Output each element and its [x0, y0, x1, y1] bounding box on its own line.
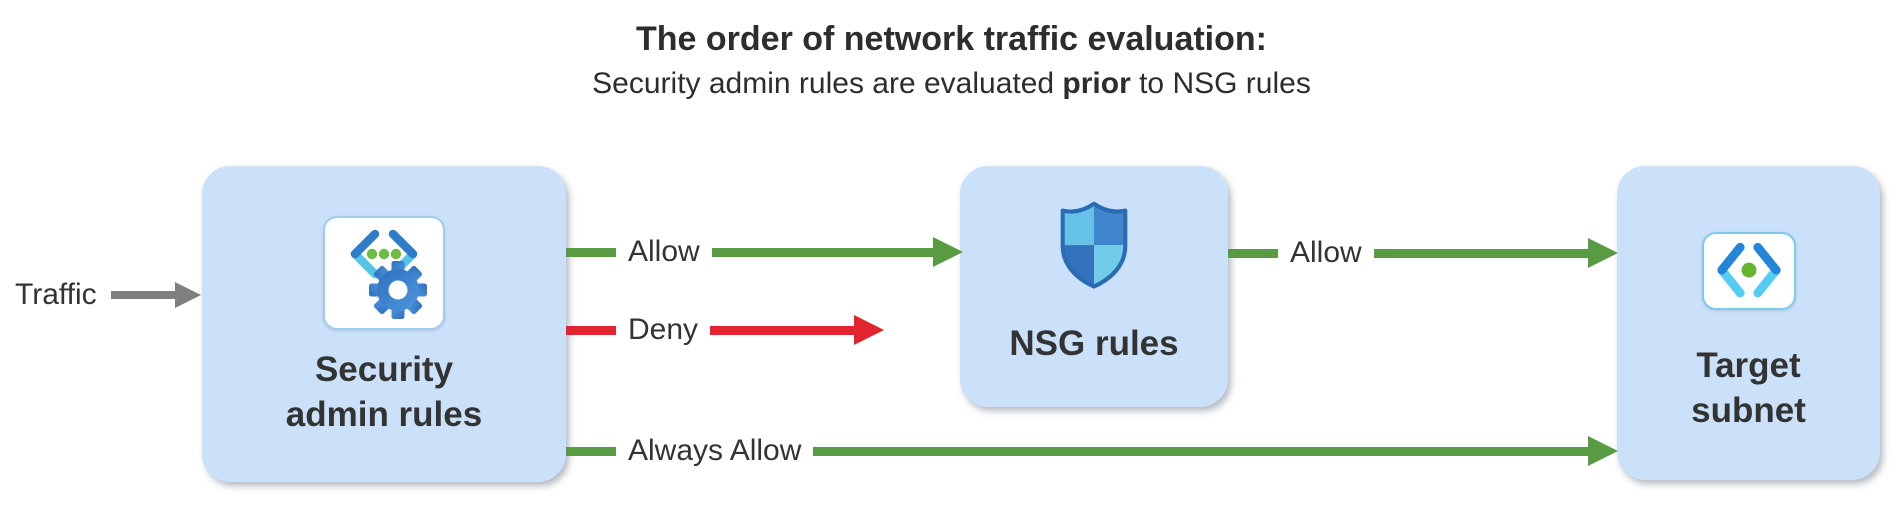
- page-subtitle: Security admin rules are evaluated prior…: [0, 67, 1903, 101]
- arrow-head-icon: [1588, 238, 1618, 268]
- node-label-nsg: NSG rules: [1009, 324, 1179, 363]
- arrow-head-icon: [854, 315, 884, 345]
- page-title: The order of network traffic evaluation:: [636, 20, 1267, 58]
- arrow-label-deny: Deny: [628, 313, 699, 346]
- traffic-arrow-line: [110, 291, 175, 299]
- subtitle-suffix: to NSG rules: [1130, 67, 1311, 100]
- arrow-line: [1373, 248, 1588, 258]
- arrow-head-icon: [1588, 436, 1618, 466]
- node-target-subnet: Target subnet: [1617, 166, 1880, 480]
- arrow-always-allow: Always Allow: [566, 431, 1618, 471]
- arrow-line: [711, 247, 933, 257]
- arrow-stub: [566, 325, 616, 335]
- arrow-line: [813, 446, 1588, 456]
- traffic-flow: Traffic: [15, 275, 201, 315]
- security-admin-rules-icon: [323, 216, 445, 330]
- node-label-target: Target subnet: [1691, 346, 1806, 430]
- traffic-arrow-icon: [175, 282, 201, 308]
- arrow-head-icon: [933, 237, 963, 267]
- subnet-icon-tile: [1701, 232, 1796, 310]
- arrow-deny: Deny: [566, 310, 884, 350]
- nsg-shield-icon: [1048, 198, 1140, 294]
- arrow-stub: [1228, 248, 1278, 258]
- code-dot-icon: [1716, 242, 1781, 298]
- node-security-admin-rules: Security admin rules: [202, 166, 566, 482]
- arrow-label-always-allow: Always Allow: [628, 434, 802, 467]
- arrow-allow-to-nsg: Allow: [566, 232, 963, 272]
- arrow-line: [710, 325, 854, 335]
- shield-icon: [1060, 201, 1128, 289]
- node-label-security: Security admin rules: [285, 350, 483, 434]
- subtitle-emphasis: prior: [1062, 67, 1131, 100]
- node-nsg-rules: NSG rules: [960, 166, 1228, 407]
- code-gear-icon: [350, 229, 427, 319]
- subtitle-prefix: Security admin rules are evaluated: [592, 67, 1063, 100]
- arrow-stub: [566, 446, 616, 456]
- arrow-stub: [566, 247, 616, 257]
- arrow-label-allow: Allow: [1290, 236, 1362, 269]
- arrow-label-allow: Allow: [628, 235, 700, 268]
- traffic-label: Traffic: [15, 278, 97, 311]
- arrow-allow-to-target: Allow: [1228, 233, 1618, 273]
